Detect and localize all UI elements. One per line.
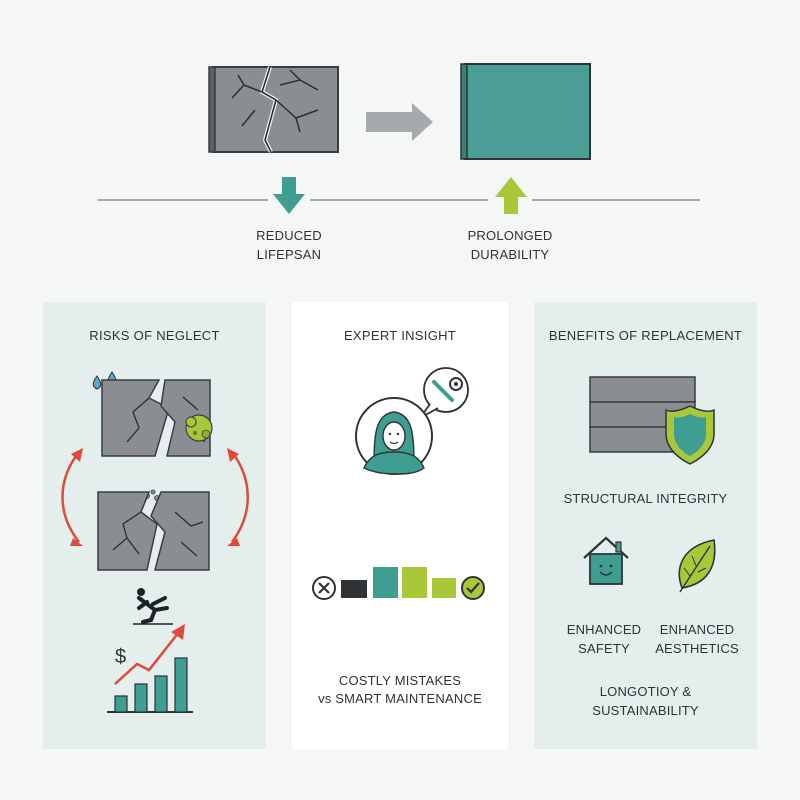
structural-integrity-label: STRUCTURAL INTEGRITY [563, 491, 728, 506]
expert-caption: COSTLY MISTAKES vs SMART MAINTENANCE [318, 673, 482, 706]
reduced-lifespan-label: REDUCED LIFEPSAN [256, 228, 322, 262]
enhanced-aesthetics-label: ENHANCED AESTHETICS [655, 622, 739, 656]
cracked-panel-icon [97, 489, 210, 571]
rising-cost-chart-icon [107, 624, 193, 713]
expert-title: EXPERT INSIGHT [343, 328, 457, 343]
timeline-line [98, 199, 700, 201]
damaged-panel-icon [208, 66, 339, 153]
risks-panel: RISKS OF NEGLECT $ [43, 302, 266, 749]
new-panel-icon [460, 63, 591, 160]
arrow-up-icon [495, 177, 527, 214]
enhanced-safety-label: ENHANCED SAFETY [566, 622, 642, 656]
expert-avatar-icon [355, 367, 469, 475]
benefits-panel: BENEFITS OF REPLACEMENT STRUCTURAL INTEG… [534, 302, 757, 749]
transition-arrow-icon [366, 103, 433, 141]
leaf-icon [678, 539, 716, 593]
longevity-label: LONGOTIOY & SUSTAINABILITY [592, 684, 699, 718]
water-damage-icon [92, 371, 213, 457]
arrow-down-icon [273, 177, 305, 214]
falling-person-icon [133, 588, 173, 625]
dollar-sign: $ [115, 646, 127, 668]
cycle-arrows-icon [61, 448, 249, 546]
expert-panel: EXPERT INSIGHT COSTLY MISTAKES vs SMART … [292, 302, 508, 749]
mistakes-vs-maintenance-scale [312, 567, 485, 600]
risks-title: RISKS OF NEGLECT [89, 328, 220, 343]
prolonged-durability-label: PROLONGED DURABILITY [467, 228, 553, 262]
house-icon [583, 536, 629, 585]
panel-shield-icon [589, 376, 715, 465]
benefits-title: BENEFITS OF REPLACEMENT [548, 328, 743, 343]
